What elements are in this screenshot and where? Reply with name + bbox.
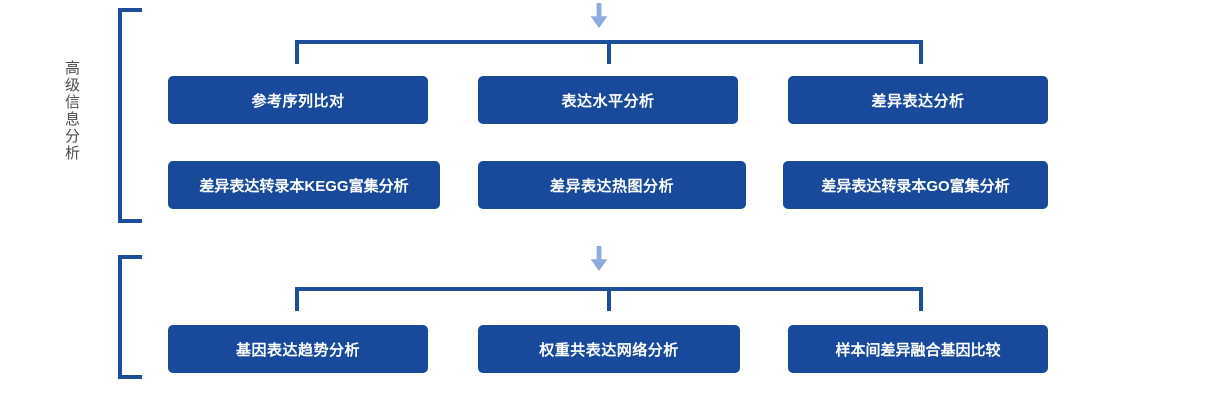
connector-drop-center — [607, 287, 611, 311]
connector-drop-right — [919, 40, 923, 64]
arrow-down-icon-1 — [588, 3, 610, 29]
node-deg-kegg-enrichment-analysis[interactable]: 差异表达转录本KEGG富集分析 — [168, 161, 440, 209]
node-reference-sequence-alignment[interactable]: 参考序列比对 — [168, 76, 428, 124]
connector-drop-right — [919, 287, 923, 311]
connector-drop-left — [295, 287, 299, 311]
connector-tree-2 — [295, 287, 923, 311]
node-deg-go-enrichment-analysis[interactable]: 差异表达转录本GO富集分析 — [783, 161, 1048, 209]
arrow-down-icon-2 — [588, 246, 610, 272]
node-weighted-coexpression-network-analysis[interactable]: 权重共表达网络分析 — [478, 325, 740, 373]
node-gene-expression-trend-analysis[interactable]: 基因表达趋势分析 — [168, 325, 428, 373]
connector-drop-left — [295, 40, 299, 64]
connector-tree-1 — [295, 40, 923, 64]
node-differential-expression-heatmap-analysis[interactable]: 差异表达热图分析 — [478, 161, 746, 209]
node-intersample-differential-fusion-gene-comparison[interactable]: 样本间差异融合基因比较 — [788, 325, 1048, 373]
node-expression-level-analysis[interactable]: 表达水平分析 — [478, 76, 738, 124]
group-bracket-2 — [118, 255, 142, 379]
node-differential-expression-analysis[interactable]: 差异表达分析 — [788, 76, 1048, 124]
connector-drop-center — [607, 40, 611, 64]
group-bracket-1 — [118, 8, 142, 223]
section-label-advanced-information-analysis: 高级信息分析 — [63, 60, 80, 162]
